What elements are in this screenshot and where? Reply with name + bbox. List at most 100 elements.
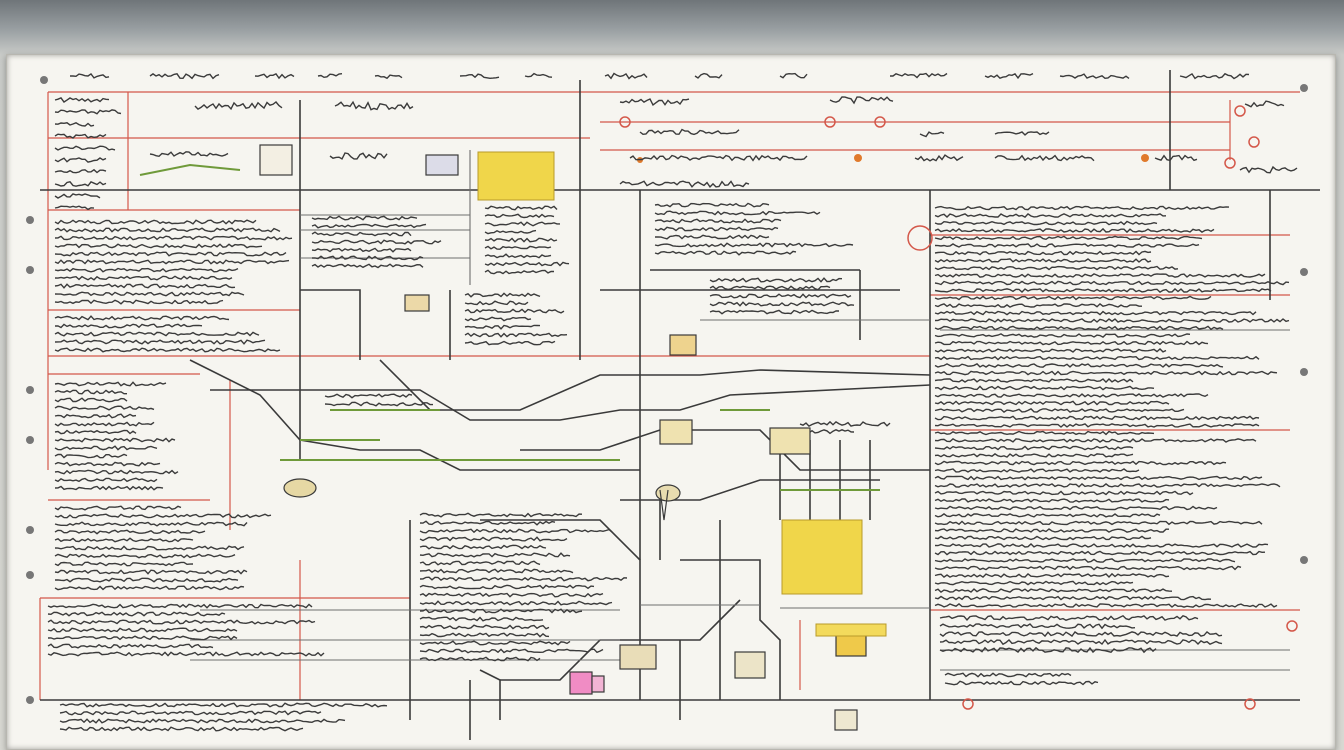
handwriting-scribble — [54, 243, 263, 249]
handwriting-scribble — [54, 205, 95, 211]
handwriting-scribble — [709, 293, 852, 299]
handwriting-scribble — [1179, 72, 1250, 80]
handwriting-scribble — [464, 324, 541, 330]
handwritten-annotations — [47, 72, 1298, 732]
handwriting-scribble — [54, 251, 287, 257]
handwriting-scribble — [54, 421, 155, 427]
handwriting-scribble — [934, 603, 1278, 608]
handwriting-scribble — [54, 413, 137, 419]
handwriting-scribble — [939, 638, 1223, 646]
handwriting-scribble — [934, 535, 1152, 541]
handwriting-scribble — [934, 558, 1236, 563]
handwriting-scribble — [317, 73, 343, 79]
handwriting-scribble — [934, 543, 1269, 548]
handwriting-scribble — [54, 381, 167, 387]
handwriting-scribble — [934, 460, 1227, 466]
handwriting-scribble — [944, 672, 1072, 678]
handwriting-scribble — [54, 569, 248, 575]
handwriting-scribble — [934, 595, 1212, 601]
handwriting-scribble — [914, 154, 964, 162]
red-frame-lines — [39, 91, 1300, 700]
handwriting-scribble — [939, 646, 1157, 654]
handwriting-scribble — [890, 72, 948, 79]
handwriting-scribble — [419, 512, 583, 518]
handwriting-scribble — [464, 300, 529, 306]
handwriting-scribble — [54, 477, 158, 483]
handwriting-scribble — [829, 96, 894, 105]
handwriting-scribble — [934, 227, 1215, 234]
handwriting-scribble — [654, 218, 782, 224]
handwriting-scribble — [419, 536, 568, 542]
handwriting-scribble — [54, 299, 224, 305]
handwriting-scribble — [311, 239, 442, 245]
handwriting-scribble — [934, 295, 1212, 301]
handwriting-scribble — [47, 651, 325, 657]
handwriting-scribble — [934, 348, 1167, 353]
handwriting-scribble — [54, 145, 116, 151]
handwriting-scribble — [54, 585, 245, 591]
handwriting-scribble — [54, 537, 194, 543]
handwriting-scribble — [419, 624, 550, 630]
handwriting-scribble — [54, 437, 176, 443]
handwriting-scribble — [934, 572, 1170, 578]
schematic-sheet — [6, 54, 1336, 750]
handwriting-scribble — [934, 205, 1230, 211]
handwriting-scribble — [934, 212, 1167, 218]
handwriting-scribble — [464, 332, 568, 338]
handwriting-scribble — [934, 513, 1161, 518]
handwriting-scribble — [934, 378, 1134, 384]
handwriting-scribble — [934, 370, 1278, 376]
handwriting-scribble — [484, 261, 570, 267]
handwriting-scribble — [934, 475, 1263, 481]
handwriting-scribble — [59, 710, 322, 716]
handwriting-scribble — [419, 576, 628, 582]
handwriting-scribble — [934, 400, 1170, 406]
handwriting-scribble — [419, 544, 547, 550]
handwriting-scribble — [54, 267, 239, 273]
handwriting-scribble — [984, 72, 1034, 80]
handwriting-scribble — [934, 340, 1209, 346]
handwriting-scribble — [779, 72, 808, 79]
handwriting-scribble — [54, 513, 272, 519]
handwriting-scribble — [47, 643, 214, 649]
handwriting-scribble — [484, 221, 560, 227]
handwriting-scribble — [464, 308, 565, 314]
handwriting-scribble — [54, 315, 230, 321]
handwriting-scribble — [54, 389, 127, 395]
handwriting-scribble — [70, 72, 110, 79]
handwriting-scribble — [59, 718, 346, 724]
handwriting-scribble — [54, 323, 203, 329]
handwriting-scribble — [419, 568, 574, 574]
handwriting-scribble — [934, 318, 1290, 323]
handwriting-scribble — [419, 584, 595, 590]
handwriting-scribble — [464, 340, 556, 346]
handwriting-scribble — [54, 291, 245, 297]
handwriting-scribble — [934, 550, 1266, 556]
handwriting-scribble — [994, 154, 1095, 162]
handwriting-scribble — [654, 242, 854, 248]
handwriting-scribble — [419, 600, 613, 606]
handwriting-scribble — [311, 215, 418, 221]
handwriting-scribble — [311, 231, 412, 237]
handwriting-scribble — [799, 420, 891, 427]
handwriting-scribble — [311, 263, 424, 269]
handwriting-scribble — [919, 131, 945, 138]
junction-markers — [619, 105, 1298, 710]
handwriting-scribble — [934, 273, 1266, 278]
handwriting-scribble — [629, 154, 808, 162]
handwriting-scribble — [419, 616, 544, 622]
handwriting-scribble — [149, 151, 229, 158]
handwriting-scribble — [54, 529, 206, 535]
handwriting-scribble — [934, 385, 1155, 391]
binder-holes — [26, 76, 1308, 704]
handwriting-scribble — [934, 580, 1134, 586]
handwriting-scribble — [484, 213, 555, 219]
handwriting-scribble — [934, 445, 1134, 451]
handwriting-scribble — [54, 157, 107, 163]
handwriting-scribble — [934, 490, 1194, 496]
handwriting-scribble — [484, 269, 554, 275]
handwriting-scribble — [934, 453, 1134, 458]
handwriting-scribble — [484, 205, 558, 211]
handwriting-scribble — [934, 265, 1179, 271]
